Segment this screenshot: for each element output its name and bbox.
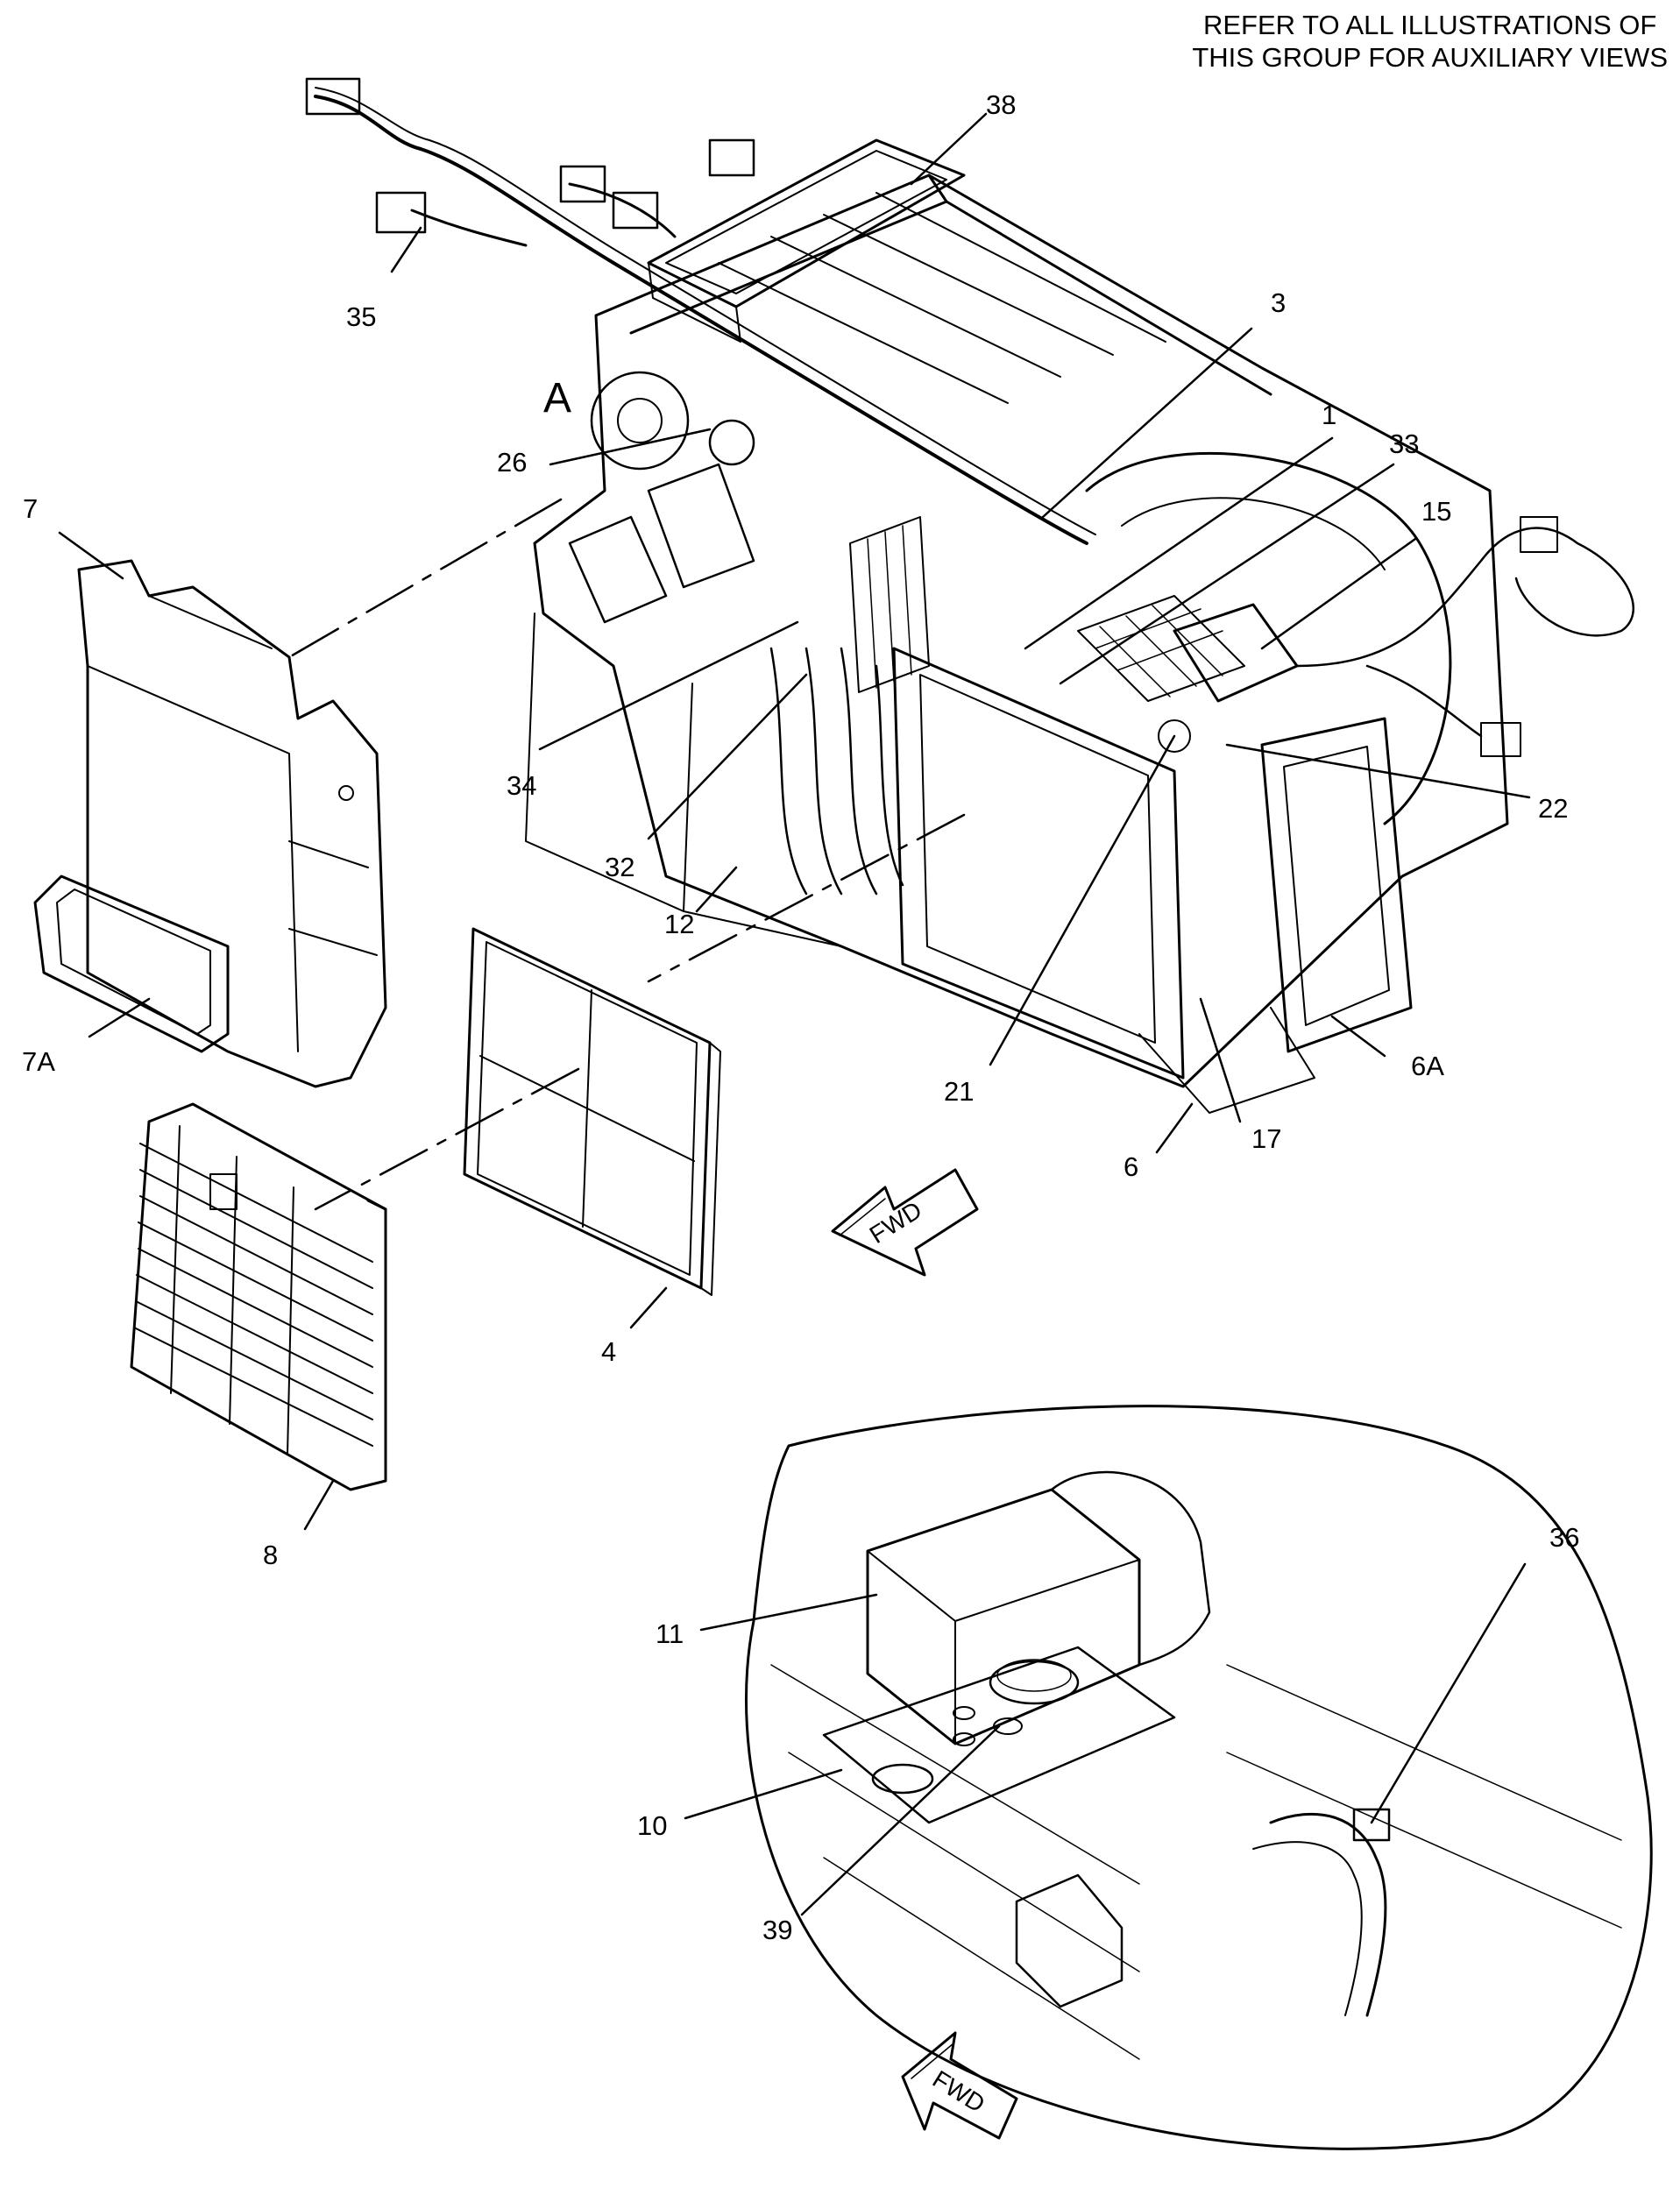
callout-11: 11	[656, 1618, 684, 1649]
callout-21: 21	[944, 1076, 974, 1107]
callout-38: 38	[986, 89, 1016, 120]
callout-8: 8	[263, 1540, 278, 1570]
filter-element	[463, 927, 721, 1296]
callout-12: 12	[664, 909, 694, 939]
view-label-a: A	[543, 375, 571, 421]
callout-7: 7	[23, 493, 38, 524]
callout-34: 34	[507, 770, 536, 801]
callout-1: 1	[1322, 400, 1336, 430]
note-line-2: THIS GROUP FOR AUXILIARY VIEWS	[1192, 42, 1668, 73]
fwd-label-upper: FWD	[865, 1196, 927, 1249]
callout-32: 32	[605, 852, 634, 882]
callout-10: 10	[637, 1810, 667, 1841]
callout-4: 4	[601, 1336, 616, 1367]
callout-6a: 6A	[1411, 1051, 1444, 1081]
note-line-1: REFER TO ALL ILLUSTRATIONS OF	[1202, 10, 1657, 40]
fwd-arrow-lower	[901, 2031, 1018, 2140]
callout-15: 15	[1421, 496, 1451, 527]
hvac-housing-assembly	[305, 77, 1635, 1114]
callout-36: 36	[1549, 1522, 1579, 1553]
fwd-label-lower: FWD	[928, 2065, 990, 2118]
detail-view-a	[745, 1405, 1653, 2150]
grille-cover	[130, 1102, 387, 1491]
callout-17: 17	[1251, 1123, 1281, 1154]
callout-7a: 7A	[22, 1046, 55, 1077]
callout-6: 6	[1124, 1151, 1138, 1182]
callout-33: 33	[1389, 428, 1419, 459]
fwd-arrow-upper	[831, 1168, 979, 1277]
callout-35: 35	[346, 301, 376, 332]
leader-lines	[58, 112, 1531, 1916]
left-cover-assembly	[33, 559, 387, 1088]
callout-26: 26	[497, 447, 527, 478]
callout-39: 39	[762, 1915, 792, 1945]
callout-22: 22	[1538, 793, 1568, 824]
auxiliary-views-note: REFER TO ALL ILLUSTRATIONS OF THIS GROUP…	[1192, 9, 1668, 74]
callout-3: 3	[1271, 287, 1286, 318]
